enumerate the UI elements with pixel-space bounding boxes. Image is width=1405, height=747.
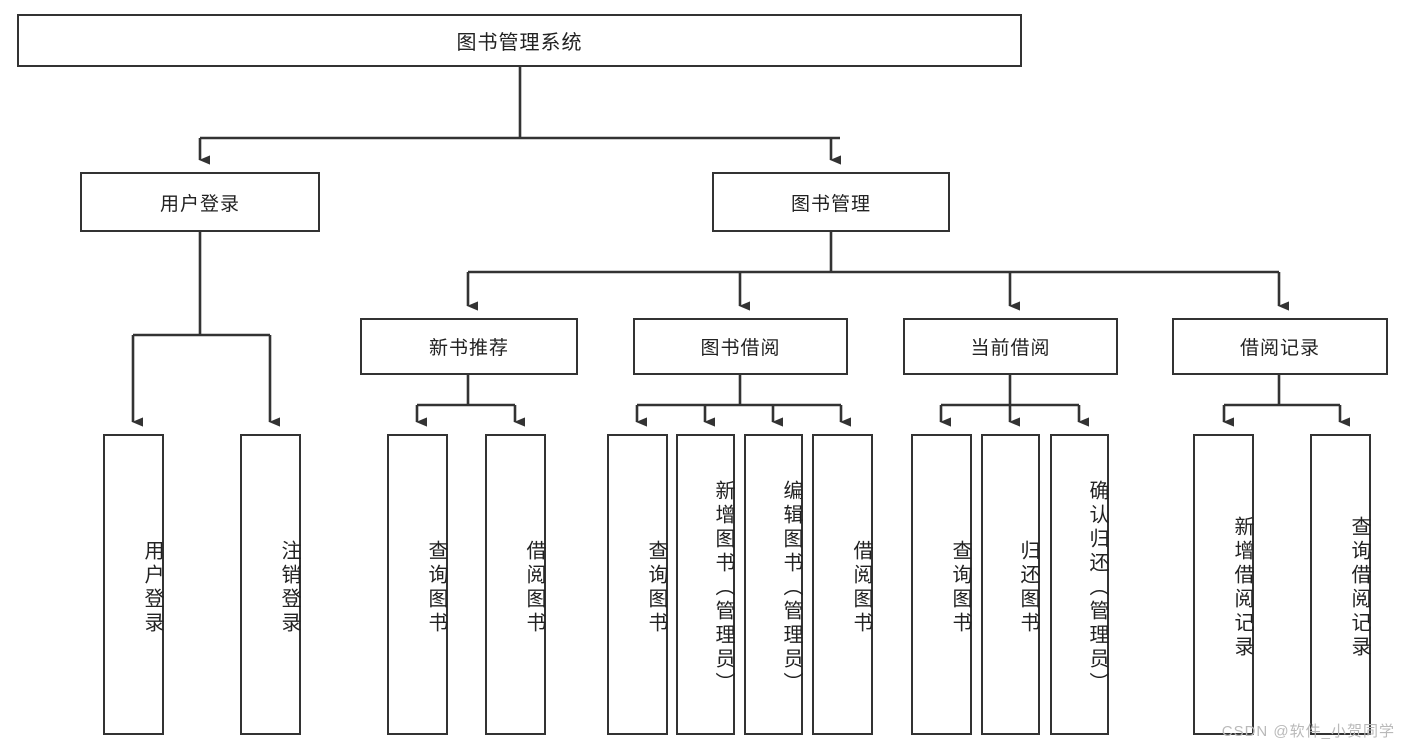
leaf-add-borrow-record[interactable]: 新增借阅记录	[1193, 434, 1254, 735]
leaf-add-book-admin-label: 新增图书（管理员）	[712, 479, 734, 696]
node-book-borrow[interactable]: 图书借阅	[633, 318, 848, 375]
leaf-confirm-return-admin[interactable]: 确认归还（管理员）	[1050, 434, 1109, 735]
leaf-query-books-recommend[interactable]: 查询图书	[387, 434, 448, 735]
node-book-borrow-label: 图书借阅	[700, 338, 781, 359]
leaf-logout[interactable]: 注销登录	[240, 434, 301, 735]
node-new-book-recommend[interactable]: 新书推荐	[360, 318, 578, 375]
leaf-edit-book-admin[interactable]: 编辑图书（管理员）	[744, 434, 803, 735]
leaf-query-books-borrow[interactable]: 查询图书	[607, 434, 668, 735]
node-current-borrow-label: 当前借阅	[970, 338, 1051, 359]
node-root[interactable]: 图书管理系统	[17, 14, 1022, 67]
node-current-borrow[interactable]: 当前借阅	[903, 318, 1118, 375]
leaf-query-books-current-label: 查询图书	[949, 539, 971, 636]
leaf-borrow-books-label: 借阅图书	[850, 539, 872, 636]
node-book-management[interactable]: 图书管理	[712, 172, 950, 232]
leaf-add-book-admin[interactable]: 新增图书（管理员）	[676, 434, 735, 735]
leaf-borrow-books-recommend-label: 借阅图书	[523, 539, 545, 636]
leaf-edit-book-admin-label: 编辑图书（管理员）	[780, 479, 802, 696]
leaf-return-books-label: 归还图书	[1017, 539, 1039, 636]
node-borrow-records-label: 借阅记录	[1239, 338, 1320, 359]
node-borrow-records[interactable]: 借阅记录	[1172, 318, 1388, 375]
leaf-confirm-return-admin-label: 确认归还（管理员）	[1086, 479, 1108, 696]
node-root-label: 图书管理系统	[456, 32, 583, 54]
node-user-login-label: 用户登录	[159, 193, 240, 215]
leaf-user-login-label: 用户登录	[141, 539, 163, 636]
leaf-return-books[interactable]: 归还图书	[981, 434, 1040, 735]
leaf-query-borrow-record-label: 查询借阅记录	[1348, 515, 1370, 660]
leaf-borrow-books[interactable]: 借阅图书	[812, 434, 873, 735]
leaf-logout-label: 注销登录	[278, 539, 300, 636]
node-user-login[interactable]: 用户登录	[80, 172, 320, 232]
leaf-user-login[interactable]: 用户登录	[103, 434, 164, 735]
leaf-borrow-books-recommend[interactable]: 借阅图书	[485, 434, 546, 735]
node-new-book-recommend-label: 新书推荐	[428, 338, 509, 359]
leaf-query-borrow-record[interactable]: 查询借阅记录	[1310, 434, 1371, 735]
watermark: CSDN @软件_小贺同学	[1221, 723, 1395, 740]
leaf-query-books-borrow-label: 查询图书	[645, 539, 667, 636]
node-book-management-label: 图书管理	[790, 193, 871, 215]
leaf-query-books-recommend-label: 查询图书	[425, 539, 447, 636]
leaf-add-borrow-record-label: 新增借阅记录	[1231, 515, 1253, 660]
leaf-query-books-current[interactable]: 查询图书	[911, 434, 972, 735]
